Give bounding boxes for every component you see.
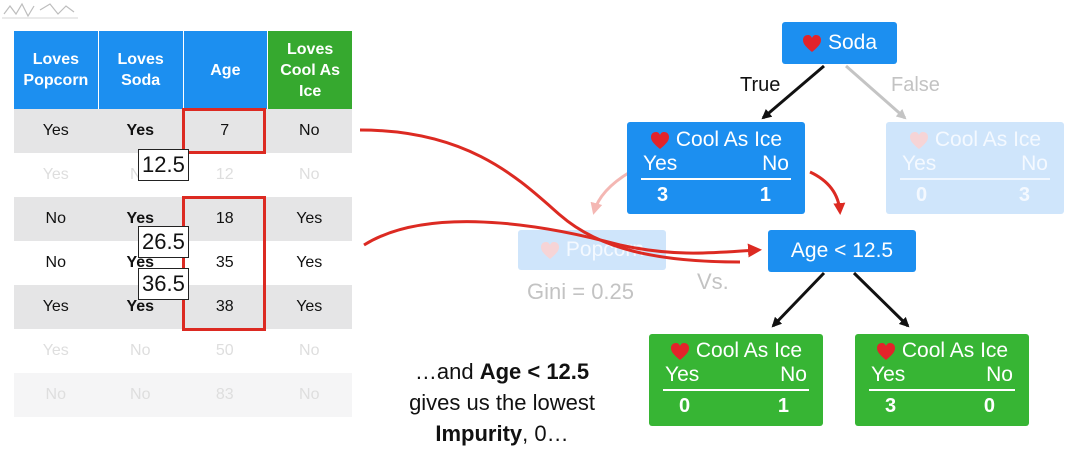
- yes-label: Yes: [902, 152, 937, 175]
- age-left-arrow: [771, 271, 826, 328]
- age-split-node: Age < 12.5: [768, 230, 916, 272]
- table-cell: No: [130, 342, 151, 359]
- table-cell: Yes: [296, 210, 323, 227]
- table-cell: 50: [215, 342, 234, 359]
- popcorn-node-title: Popcorn: [565, 238, 645, 261]
- table-cell: No: [299, 122, 320, 139]
- heart-icon: [802, 34, 821, 52]
- node-title: Cool As Ice: [695, 339, 803, 362]
- header-loves-soda: Loves Soda: [98, 31, 183, 109]
- table-cell: Yes: [296, 254, 323, 271]
- no-label: No: [1021, 152, 1048, 175]
- yes-count: 0: [679, 395, 691, 417]
- table-cell: No: [299, 386, 320, 403]
- false-child-node: Cool As Ice Yes No 0 3: [886, 122, 1064, 214]
- heart-icon: [670, 342, 689, 360]
- popcorn-gini: Gini = 0.25: [527, 279, 635, 304]
- curve-upper: [359, 128, 741, 264]
- yes-count: 3: [657, 184, 669, 206]
- table-row: Yes No 50 No: [14, 329, 352, 373]
- versus-label: Vs.: [697, 269, 729, 294]
- table-cell: 18: [215, 210, 234, 227]
- table-cell: No: [45, 386, 66, 403]
- caption-line1-pre: …and: [414, 359, 480, 384]
- true-child-node: Cool As Ice Yes No 3 1: [627, 122, 805, 214]
- node-title: Cool As Ice: [675, 128, 783, 151]
- table-cell: Yes: [42, 298, 69, 315]
- header-loves-cool-as-ice: Loves Cool As Ice: [268, 31, 352, 109]
- table-cell: No: [299, 166, 320, 183]
- header-loves-popcorn: Loves Popcorn: [14, 31, 98, 109]
- caption-line2: gives us the lowest: [409, 390, 595, 415]
- no-count: 3: [1018, 184, 1030, 206]
- no-label: No: [986, 363, 1013, 386]
- table-cell: Yes: [126, 210, 155, 227]
- age-left-leaf: Cool As Ice Yes No 0 1: [649, 334, 823, 426]
- table-cell: No: [299, 342, 320, 359]
- node-title: Cool As Ice: [901, 339, 1009, 362]
- caption-line3-post: , 0…: [522, 421, 569, 446]
- soda-root-node: Soda: [782, 22, 897, 64]
- table-cell: 38: [215, 298, 234, 315]
- caption-line3-bold: Impurity: [435, 421, 523, 446]
- table-cell: No: [45, 210, 66, 227]
- heart-icon: [909, 131, 928, 149]
- table-cell: Yes: [126, 122, 155, 139]
- heart-icon: [876, 342, 895, 360]
- age-right-arrow: [852, 271, 910, 328]
- age-highlight-box-low: [182, 108, 266, 154]
- caption-text: …and Age < 12.5 gives us the lowest Impu…: [372, 356, 632, 449]
- age-highlight-box-high: [182, 196, 266, 331]
- watermark-logo: [2, 2, 78, 19]
- table-cell: No: [130, 386, 151, 403]
- table-cell: Yes: [126, 298, 155, 315]
- table-cell: Yes: [42, 342, 69, 359]
- threshold-label: 12.5: [138, 149, 189, 181]
- table-cell: 35: [215, 254, 234, 271]
- yes-label: Yes: [643, 152, 678, 175]
- age-node-title: Age < 12.5: [790, 239, 894, 262]
- caption-line1-bold: Age < 12.5: [479, 359, 590, 384]
- table-cell: Yes: [42, 122, 69, 139]
- curve-lower: [363, 220, 762, 258]
- no-count: 0: [983, 395, 995, 417]
- no-label: No: [762, 152, 789, 175]
- table-cell: Yes: [42, 166, 69, 183]
- table-header: Loves Popcorn Loves Soda Age Loves Cool …: [14, 31, 352, 109]
- no-count: 1: [759, 184, 771, 206]
- yes-label: Yes: [665, 363, 700, 386]
- age-arrow: [809, 170, 846, 215]
- age-right-leaf: Cool As Ice Yes No 3 0: [855, 334, 1029, 426]
- table-cell: Yes: [296, 298, 323, 315]
- root-node-title: Soda: [827, 31, 878, 54]
- node-title: Cool As Ice: [934, 128, 1042, 151]
- table-cell: 12: [215, 166, 234, 183]
- true-label: True: [740, 74, 781, 96]
- header-age: Age: [183, 31, 268, 109]
- no-count: 1: [777, 395, 789, 417]
- table-cell: Yes: [126, 254, 155, 271]
- yes-count: 0: [916, 184, 928, 206]
- no-label: No: [780, 363, 807, 386]
- table-row: No No 83 No: [14, 373, 352, 417]
- heart-icon: [650, 131, 669, 149]
- threshold-label: 36.5: [138, 268, 189, 300]
- threshold-label: 26.5: [138, 226, 189, 258]
- yes-count: 3: [885, 395, 897, 417]
- heart-icon: [540, 241, 559, 259]
- table-cell: No: [45, 254, 66, 271]
- table-cell: 83: [215, 386, 234, 403]
- false-label: False: [891, 74, 940, 96]
- popcorn-arrow: [590, 170, 631, 215]
- table-cell: 7: [220, 122, 230, 139]
- false-branch-arrow: [845, 64, 907, 120]
- true-branch-arrow: [761, 64, 825, 120]
- yes-label: Yes: [871, 363, 906, 386]
